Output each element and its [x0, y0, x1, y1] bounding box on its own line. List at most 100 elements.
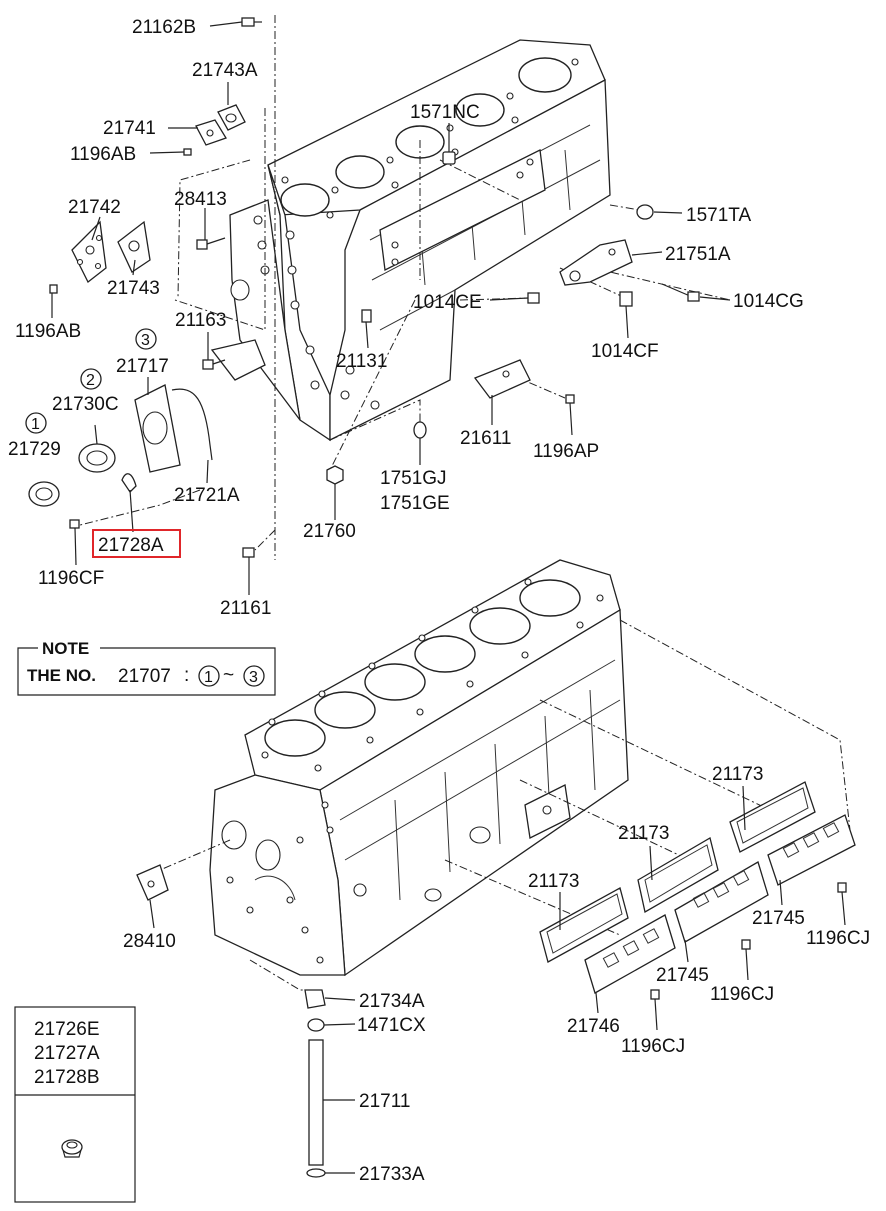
label-21751A[interactable]: 21751A — [665, 244, 731, 265]
cover-21745-middle[interactable] — [674, 861, 769, 943]
gasket-21173-middle[interactable] — [637, 837, 719, 914]
label-1014CE[interactable]: 1014CE — [413, 292, 482, 313]
plug-1571NC[interactable] — [442, 151, 456, 165]
tube-21711[interactable] — [308, 1039, 324, 1166]
bolt-1014CE[interactable] — [527, 292, 540, 304]
screw-1196CJ-right[interactable] — [837, 882, 847, 893]
screw-1196CJ-left[interactable] — [650, 989, 660, 1000]
note-from-circle — [198, 665, 220, 687]
label-1571NC[interactable]: 1571NC — [410, 102, 480, 123]
side-covers — [136, 781, 856, 1000]
sleeve-21729[interactable] — [28, 481, 60, 507]
label-21745-right[interactable]: 21745 — [752, 908, 805, 929]
gasket-21743A[interactable] — [217, 104, 246, 131]
label-21728A[interactable]: 21728A — [98, 535, 164, 556]
label-28410[interactable]: 28410 — [123, 931, 176, 952]
label-21746[interactable]: 21746 — [567, 1016, 620, 1037]
label-1196AP[interactable]: 1196AP — [533, 441, 599, 462]
label-1571TA[interactable]: 1571TA — [686, 205, 751, 226]
screw-1196AP[interactable] — [565, 394, 575, 404]
gasket-21721A[interactable] — [171, 388, 213, 461]
label-21721A[interactable]: 21721A — [174, 485, 240, 506]
inset-label-21728B[interactable]: 21728B — [34, 1067, 100, 1088]
screw-1196AB[interactable] — [49, 284, 58, 294]
cover-21745-right[interactable] — [767, 814, 856, 886]
label-1196CJ-middle[interactable]: 1196CJ — [710, 984, 774, 1005]
label-1196CF[interactable]: 1196CF — [38, 568, 104, 589]
washer-1751GJ[interactable] — [413, 421, 427, 439]
plug-1471CX[interactable] — [307, 1018, 325, 1032]
nut-21760[interactable] — [326, 465, 344, 485]
inset-box: 21726E 21727A 21728B — [14, 1006, 136, 1203]
label-21743[interactable]: 21743 — [107, 278, 160, 299]
inset-label-21726E[interactable]: 21726E — [34, 1019, 100, 1040]
bolt-21161[interactable] — [242, 547, 255, 558]
label-21611[interactable]: 21611 — [460, 428, 511, 449]
label-1014CF[interactable]: 1014CF — [591, 341, 659, 362]
cover-21746[interactable] — [584, 914, 676, 994]
label-21173-left[interactable]: 21173 — [528, 871, 579, 892]
note-number: 21707 — [118, 666, 171, 687]
label-21741[interactable]: 21741 — [103, 118, 156, 139]
clip-21733A[interactable] — [306, 1168, 326, 1178]
fitting-21734A[interactable] — [304, 989, 326, 1009]
label-21173-right[interactable]: 21173 — [712, 764, 763, 785]
bracket-21751A[interactable] — [559, 239, 633, 286]
label-21163[interactable]: 21163 — [175, 310, 226, 331]
callout-2: 2 — [86, 372, 95, 389]
note-tilde: ~ — [223, 665, 234, 686]
label-21733A[interactable]: 21733A — [359, 1164, 425, 1185]
label-21734A[interactable]: 21734A — [359, 991, 425, 1012]
gasket-21173-right[interactable] — [729, 781, 816, 853]
label-21760[interactable]: 21760 — [303, 521, 356, 542]
housing-21717[interactable] — [134, 384, 181, 473]
screw-1196CF[interactable] — [69, 519, 80, 529]
inset-label-21727A[interactable]: 21727A — [34, 1043, 100, 1064]
cover-21742[interactable] — [71, 220, 107, 283]
label-21745-middle[interactable]: 21745 — [656, 965, 709, 986]
label-1196AB-top[interactable]: 1196AB — [70, 144, 136, 165]
note-to: 3 — [249, 669, 258, 686]
dowel-21728A[interactable] — [121, 473, 137, 494]
label-1471CX[interactable]: 1471CX — [357, 1015, 426, 1036]
gasket-28410[interactable] — [136, 864, 169, 901]
label-1751GE[interactable]: 1751GE — [380, 493, 450, 514]
label-21173-middle[interactable]: 21173 — [618, 823, 669, 844]
plate-21611[interactable] — [473, 359, 531, 399]
gasket-21743[interactable] — [117, 220, 151, 273]
gasket-21173-left[interactable] — [539, 887, 629, 963]
label-1751GJ[interactable]: 1751GJ — [380, 468, 447, 489]
plug-1571TA[interactable] — [636, 204, 654, 220]
label-21730C[interactable]: 21730C — [52, 394, 119, 415]
label-1196CJ-right[interactable]: 1196CJ — [806, 928, 870, 949]
label-21161[interactable]: 21161 — [220, 598, 271, 619]
bolt-28413[interactable] — [196, 237, 226, 250]
label-21131[interactable]: 21131 — [336, 351, 387, 372]
label-1014CG[interactable]: 1014CG — [733, 291, 804, 312]
label-21742[interactable]: 21742 — [68, 197, 121, 218]
bolt-1014CG[interactable] — [661, 283, 700, 302]
callout-1: 1 — [31, 416, 40, 433]
label-1196CJ-left[interactable]: 1196CJ — [621, 1036, 685, 1057]
bolt-21163[interactable] — [202, 359, 226, 370]
sleeve-21131[interactable] — [361, 309, 372, 323]
label-21743A[interactable]: 21743A — [192, 60, 258, 81]
bolt-1014CF[interactable] — [619, 291, 633, 307]
part-labels: 21162B 21743A 21741 1196AB 21742 21743 1… — [8, 17, 870, 1185]
seal-21730C[interactable] — [78, 443, 116, 473]
note-colon: : — [184, 665, 189, 686]
screw-1196AB-top[interactable] — [183, 148, 192, 156]
bolt-21162B[interactable] — [241, 17, 262, 27]
label-21729[interactable]: 21729 — [8, 439, 61, 460]
screw-1196CJ-middle[interactable] — [741, 939, 751, 950]
label-21162B[interactable]: 21162B — [132, 17, 196, 38]
note-to-circle — [243, 665, 265, 687]
label-28413[interactable]: 28413 — [174, 189, 227, 210]
dipstick-tube-assembly — [304, 989, 326, 1178]
plate-21741[interactable] — [195, 119, 227, 146]
label-1196AB[interactable]: 1196AB — [15, 321, 81, 342]
lower-cylinder-block — [209, 559, 629, 977]
label-21717[interactable]: 21717 — [116, 356, 169, 377]
label-21711[interactable]: 21711 — [359, 1091, 410, 1112]
